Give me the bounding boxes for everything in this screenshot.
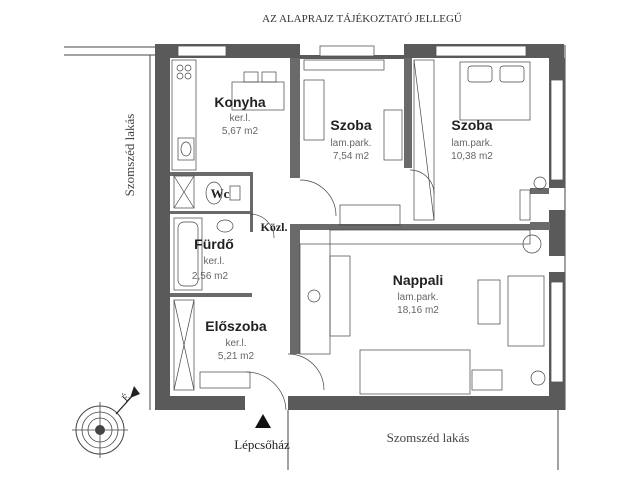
room-floor-konyha: ker.l. [229, 113, 250, 124]
windows [177, 45, 564, 383]
neighbor-left-label: Szomszéd lakás [122, 114, 137, 197]
fixtures [171, 59, 547, 411]
room-area-nappali: 18,16 m2 [397, 305, 439, 316]
stairwell-label: Lépcsőház [234, 437, 290, 452]
room-name-szoba1: Szoba [330, 117, 371, 133]
room-floor-szoba1: lam.park. [330, 138, 371, 149]
room-area-konyha: 5,67 m2 [222, 126, 259, 137]
compass-icon [72, 386, 140, 458]
room-floor-eloszoba: ker.l. [225, 338, 246, 349]
interior-walls [170, 58, 550, 354]
room-name-furdo: Fürdő [194, 236, 234, 252]
plan-title: AZ ALAPRAJZ TÁJÉKOZTATÓ JELLEGŰ [262, 13, 462, 25]
room-area-szoba1: 7,54 m2 [333, 151, 370, 162]
room-name-nappali: Nappali [393, 272, 444, 288]
room-floor-furdo: ker.l. [203, 256, 224, 267]
neighbor-bottom-label: Szomszéd lakás [387, 430, 470, 445]
room-name-konyha: Konyha [214, 94, 266, 110]
room-name-szoba2: Szoba [451, 117, 492, 133]
room-labels: Konyha ker.l. 5,67 m2 Szoba lam.park. 7,… [192, 94, 493, 362]
room-floor-szoba2: lam.park. [451, 138, 492, 149]
room-area-furdo: 2,56 m2 [192, 271, 229, 282]
room-name-kozl: Közl. [261, 220, 288, 234]
room-area-szoba2: 10,38 m2 [451, 151, 493, 162]
room-name-eloszoba: Előszoba [205, 318, 267, 334]
room-floor-nappali: lam.park. [397, 292, 438, 303]
entry-arrow-icon [255, 414, 271, 428]
room-area-eloszoba: 5,21 m2 [218, 351, 255, 362]
room-name-wc: Wc [211, 186, 230, 201]
